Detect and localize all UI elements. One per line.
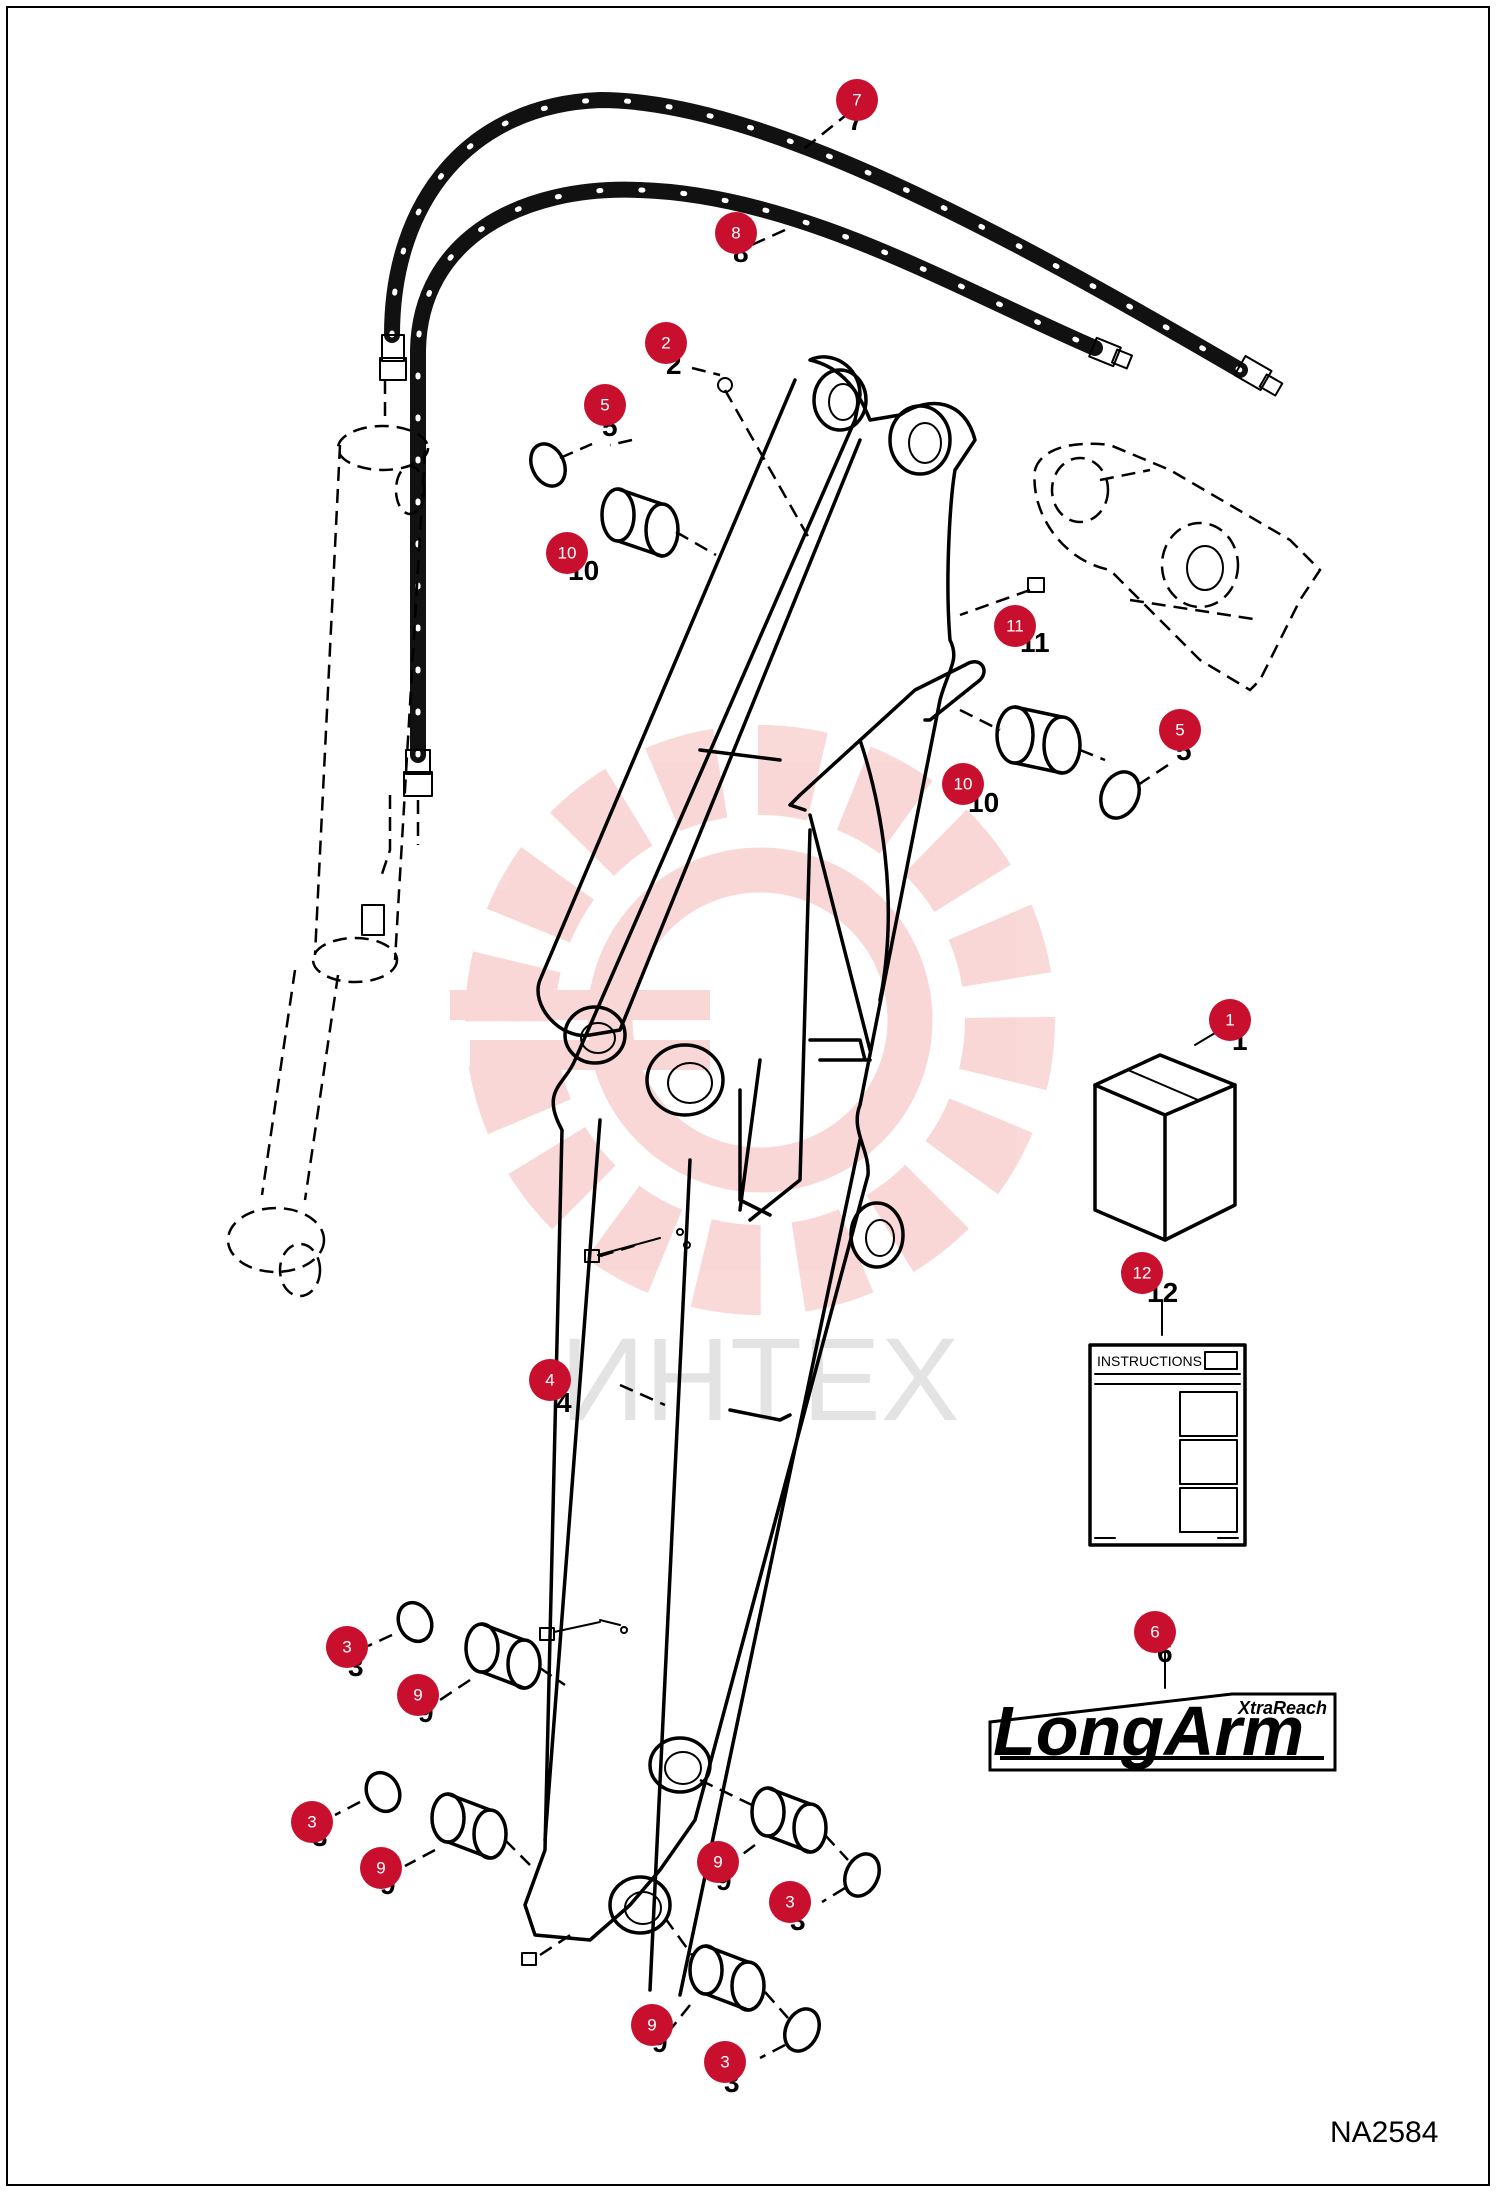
svg-text:3: 3 <box>720 2053 729 2072</box>
hose-7 <box>379 92 1284 397</box>
watermark-text: ИНТЕХ <box>560 1314 960 1446</box>
badge-9-d[interactable]: 9 <box>631 2004 673 2046</box>
instructions-sheet-12 <box>1088 1299 1247 1547</box>
svg-text:9: 9 <box>713 1853 722 1872</box>
grease-fitting-upper <box>584 1237 661 1263</box>
logo-sub-text: XtraReach <box>1237 1698 1327 1718</box>
bushing-9-c <box>699 1778 828 1864</box>
badge-9-b[interactable]: 9 <box>360 1847 402 1889</box>
grease-fitting-11 <box>959 577 1045 617</box>
ring-5-upper <box>529 442 593 488</box>
diagram-frame <box>6 6 1490 2186</box>
svg-text:8: 8 <box>731 224 740 243</box>
grease-fitting-middle <box>539 1621 601 1641</box>
svg-text:3: 3 <box>342 1638 351 1657</box>
callout-leaders <box>609 111 851 1407</box>
bushing-10-upper <box>600 487 717 558</box>
badge-7[interactable]: 7 <box>836 79 878 121</box>
svg-text:3: 3 <box>785 1893 794 1912</box>
badge-9-a[interactable]: 9 <box>397 1674 439 1716</box>
badge-5-upper[interactable]: 5 <box>584 384 626 426</box>
bushing-9-d <box>663 1917 766 2031</box>
svg-text:5: 5 <box>600 396 609 415</box>
svg-text:6: 6 <box>1150 1623 1159 1642</box>
badge-10-right[interactable]: 10 <box>942 763 984 805</box>
svg-text:3: 3 <box>307 1813 316 1832</box>
badge-3-d[interactable]: 3 <box>704 2041 746 2083</box>
badge-3-c[interactable]: 3 <box>769 1881 811 1923</box>
doc-code: NA2584 <box>1330 2116 1438 2149</box>
svg-text:2: 2 <box>661 334 670 353</box>
ring-5-right <box>1099 763 1169 820</box>
svg-text:1: 1 <box>1225 1011 1234 1030</box>
svg-text:5: 5 <box>1175 721 1184 740</box>
badge-9-c[interactable]: 9 <box>697 1841 739 1883</box>
arm-cylinder-outline <box>226 380 430 1298</box>
badge-5-right[interactable]: 5 <box>1159 709 1201 751</box>
kit-box-1 <box>1093 1029 1237 1242</box>
bushing-9-b <box>404 1792 531 1868</box>
longarm-decal-6 <box>988 1644 1337 1772</box>
bushing-9-a <box>439 1622 566 1702</box>
badge-3-b[interactable]: 3 <box>291 1801 333 1843</box>
ring-3-d <box>759 1991 821 2060</box>
grease-fitting-lower <box>521 1930 576 1966</box>
badge-2[interactable]: 2 <box>645 322 687 364</box>
svg-text:9: 9 <box>376 1859 385 1878</box>
hose-8 <box>403 181 1134 797</box>
svg-text:11: 11 <box>1006 617 1024 636</box>
ring-3-a <box>367 1600 434 1648</box>
svg-text:10: 10 <box>954 775 973 794</box>
badge-6[interactable]: 6 <box>1134 1611 1176 1653</box>
svg-text:9: 9 <box>413 1686 422 1705</box>
badge-4[interactable]: 4 <box>529 1359 571 1401</box>
svg-text:4: 4 <box>545 1371 554 1390</box>
watermark-gear-logo <box>450 725 1055 1315</box>
badge-11[interactable]: 11 <box>994 605 1036 647</box>
instructions-label: INSTRUCTIONS <box>1097 1353 1202 1369</box>
ring-3-b <box>334 1770 402 1817</box>
badge-10-upper[interactable]: 10 <box>546 532 588 574</box>
callout-badges: 7 8 2 5 10 11 5 10 1 12 4 6 3 9 3 9 9 3 … <box>291 79 1251 2083</box>
svg-text:7: 7 <box>852 91 861 110</box>
logo-main-text: LongArm <box>993 1692 1304 1770</box>
badge-8[interactable]: 8 <box>715 212 757 254</box>
ball-2 <box>717 377 733 393</box>
svg-text:12: 12 <box>1133 1264 1152 1283</box>
bushing-10-right <box>959 705 1106 775</box>
boom-end-outline <box>1033 442 1322 692</box>
ring-3-c <box>821 1834 881 1904</box>
badge-3-a[interactable]: 3 <box>326 1626 368 1668</box>
svg-text:10: 10 <box>558 544 577 563</box>
badge-1[interactable]: 1 <box>1209 999 1251 1041</box>
badge-12[interactable]: 12 <box>1121 1252 1163 1294</box>
svg-text:9: 9 <box>647 2016 656 2035</box>
